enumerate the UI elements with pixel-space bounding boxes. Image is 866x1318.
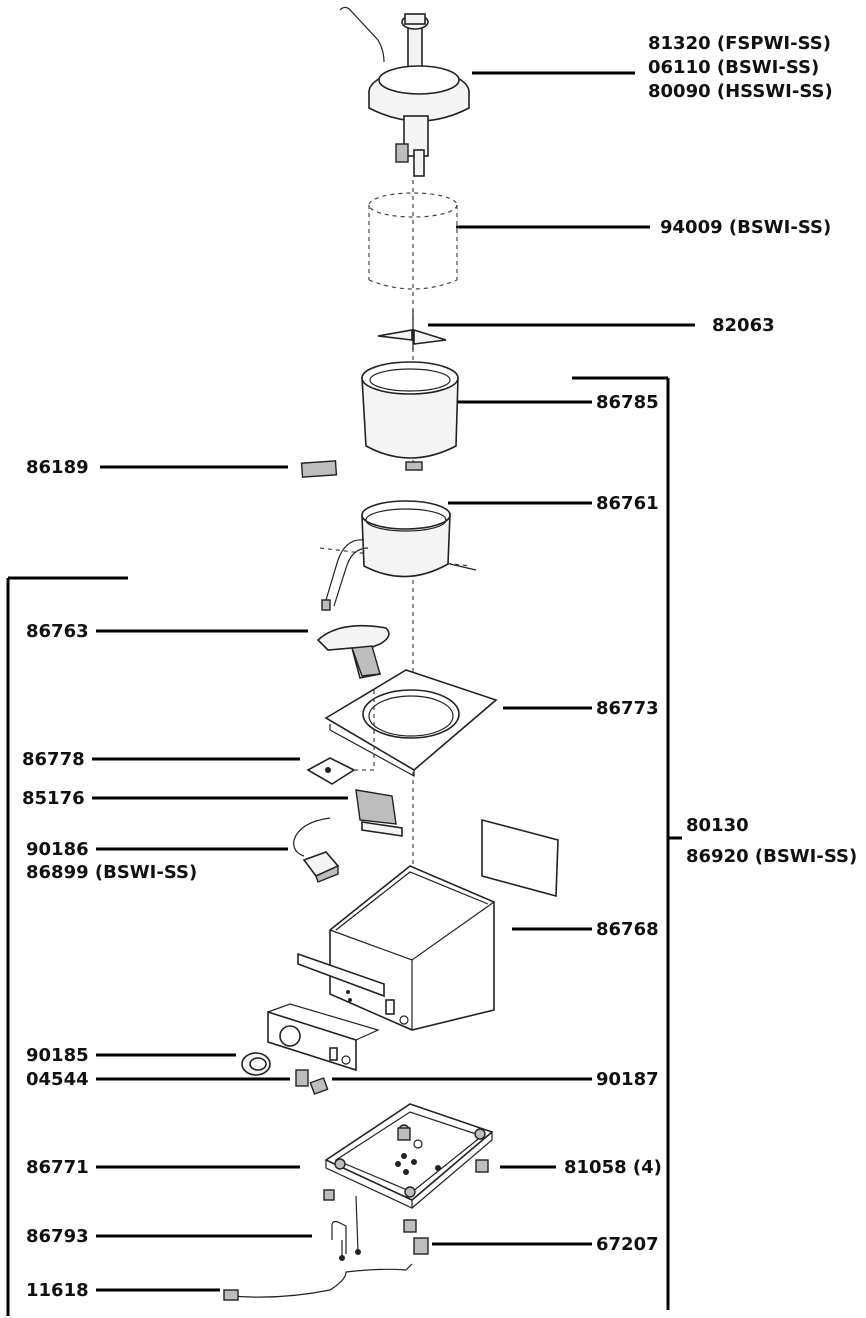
- insert-illustration: [361, 361, 459, 471]
- thermostat-illustration: [293, 817, 340, 883]
- stirrer-illustration: [377, 310, 447, 350]
- thermostat-plate-illustration: [306, 757, 374, 785]
- label-housing: 86768: [596, 919, 659, 940]
- knob-illustration: [241, 1052, 271, 1076]
- light-illustration: [309, 1077, 329, 1095]
- label-feet: 81058 (4): [564, 1157, 662, 1178]
- feet-illustration: [323, 1127, 489, 1233]
- label-assembly-1: 80130: [686, 815, 749, 836]
- pump-illustration: [339, 6, 470, 177]
- label-insert: 86785: [596, 392, 659, 413]
- label-heater: 86761: [596, 493, 659, 514]
- top-plate-illustration: [324, 669, 498, 778]
- heater-illustration: [321, 500, 477, 611]
- switch-illustration: [295, 1069, 309, 1087]
- bracket-illustration: [316, 624, 390, 679]
- label-jar: 94009 (BSWI-SS): [660, 217, 831, 238]
- decal-illustration: [481, 818, 559, 898]
- label-bracket: 86763: [26, 621, 89, 642]
- label-thermostat-1: 90186: [26, 839, 89, 860]
- label-base: 86771: [26, 1157, 89, 1178]
- assembly-bracket-right: [572, 376, 682, 1310]
- label-pump-2: 06110 (BSWI-SS): [648, 57, 819, 78]
- jar-illustration: [368, 192, 458, 290]
- label-light: 90187: [596, 1069, 659, 1090]
- leader-lines: [92, 71, 695, 1292]
- clip-illustration: [300, 460, 338, 478]
- label-thermostat-2: 86899 (BSWI-SS): [26, 862, 197, 883]
- label-cord: 11618: [26, 1280, 89, 1301]
- foot-illustration: [413, 1237, 429, 1255]
- label-pump-1: 81320 (FSPWI-SS): [648, 33, 831, 54]
- label-cord-clamp: 86793: [26, 1226, 89, 1247]
- label-knob: 90185: [26, 1045, 89, 1066]
- label-pump-3: 80090 (HSSWI-SS): [648, 81, 833, 102]
- control-panel-illustration: [267, 1003, 380, 1072]
- assembly-bracket-left: [6, 576, 128, 1316]
- label-thermostat-plate: 86778: [22, 749, 85, 770]
- base-illustration: [324, 1103, 494, 1209]
- label-clip: 86189: [26, 457, 89, 478]
- label-switch: 04544: [26, 1069, 89, 1090]
- cord-clamp-illustration: [331, 1195, 361, 1261]
- sensor-bracket-illustration: [355, 789, 403, 837]
- label-stirrer: 82063: [712, 315, 775, 336]
- label-assembly-2: 86920 (BSWI-SS): [686, 846, 857, 867]
- label-foot: 67207: [596, 1234, 659, 1255]
- housing-illustration: [297, 865, 495, 1031]
- label-sensor-bracket: 85176: [22, 788, 85, 809]
- label-top-plate: 86773: [596, 698, 659, 719]
- power-cord-illustration: [223, 1263, 413, 1301]
